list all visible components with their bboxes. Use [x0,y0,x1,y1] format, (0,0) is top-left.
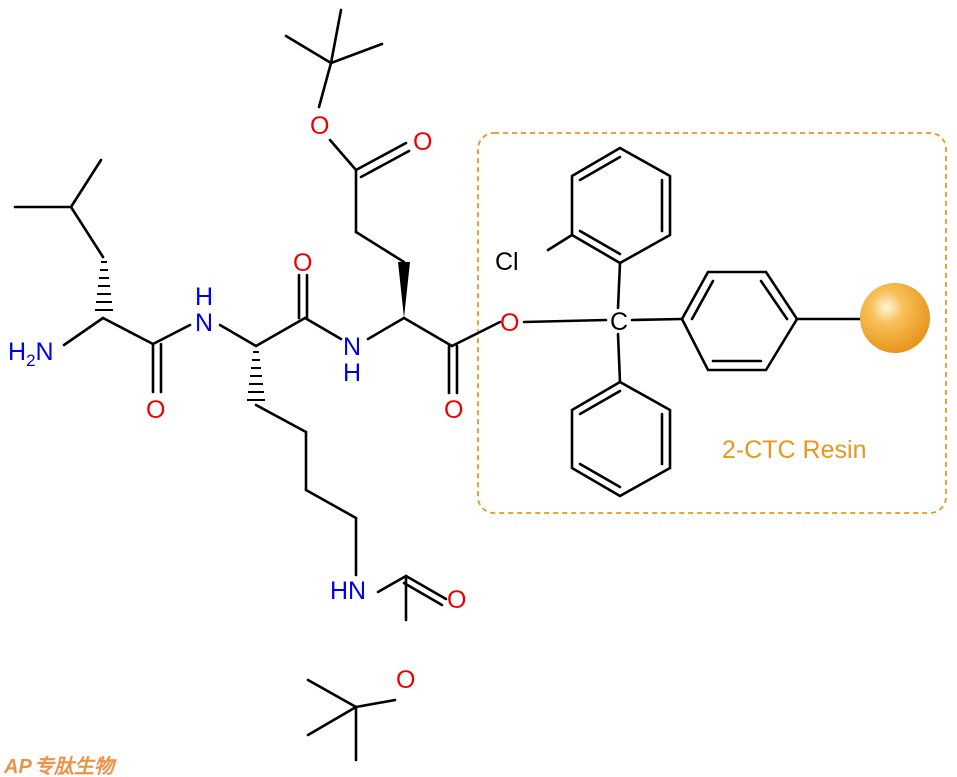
chlorophenyl-ring [570,146,672,265]
amide-nh-1-n: N [195,309,213,337]
atom-labels: H2N H N N H O O O O O O Cl C HN O O [8,112,630,694]
watermark-chinese: 专肽生物 [34,755,117,777]
trityl-carbon-label: C [610,308,628,336]
oxygen-amide-2: O [293,249,312,277]
amide-nh-2-h: H [343,359,361,387]
lysine-residue [218,273,448,762]
oxygen-boc-ester: O [396,666,415,694]
stereo-hash-bond [95,261,113,311]
oxygen-side-ester: O [310,112,329,140]
amide-nh-2-n: N [343,333,361,361]
oxygen-ester-carbonyl: O [444,396,463,424]
amine-label: H2N [8,338,54,370]
linker-phenyl-ring [680,270,799,372]
glutamate-residue [284,8,502,395]
oxygen-amide-1: O [146,396,165,424]
watermark-brand: AP [3,756,32,777]
stereo-wedge-bond [398,262,410,318]
stereo-hash-bond [247,351,265,401]
resin-boundary-box [477,132,947,514]
amide-nh-1-h: H [195,283,213,311]
leucine-residue [13,158,192,394]
watermark: AP 专肽生物 [3,755,117,777]
oxygen-ester-link: O [500,309,519,337]
chlorine-label: Cl [495,248,519,276]
trityl-linker [522,146,930,498]
resin-label: 2-CTC Resin [722,436,866,464]
resin-bead [860,283,930,353]
boc-nh-label: HN [330,577,366,605]
oxygen-boc-carbonyl: O [447,586,466,614]
phenyl-ring [570,380,672,498]
oxygen-side-carbonyl: O [413,128,432,156]
